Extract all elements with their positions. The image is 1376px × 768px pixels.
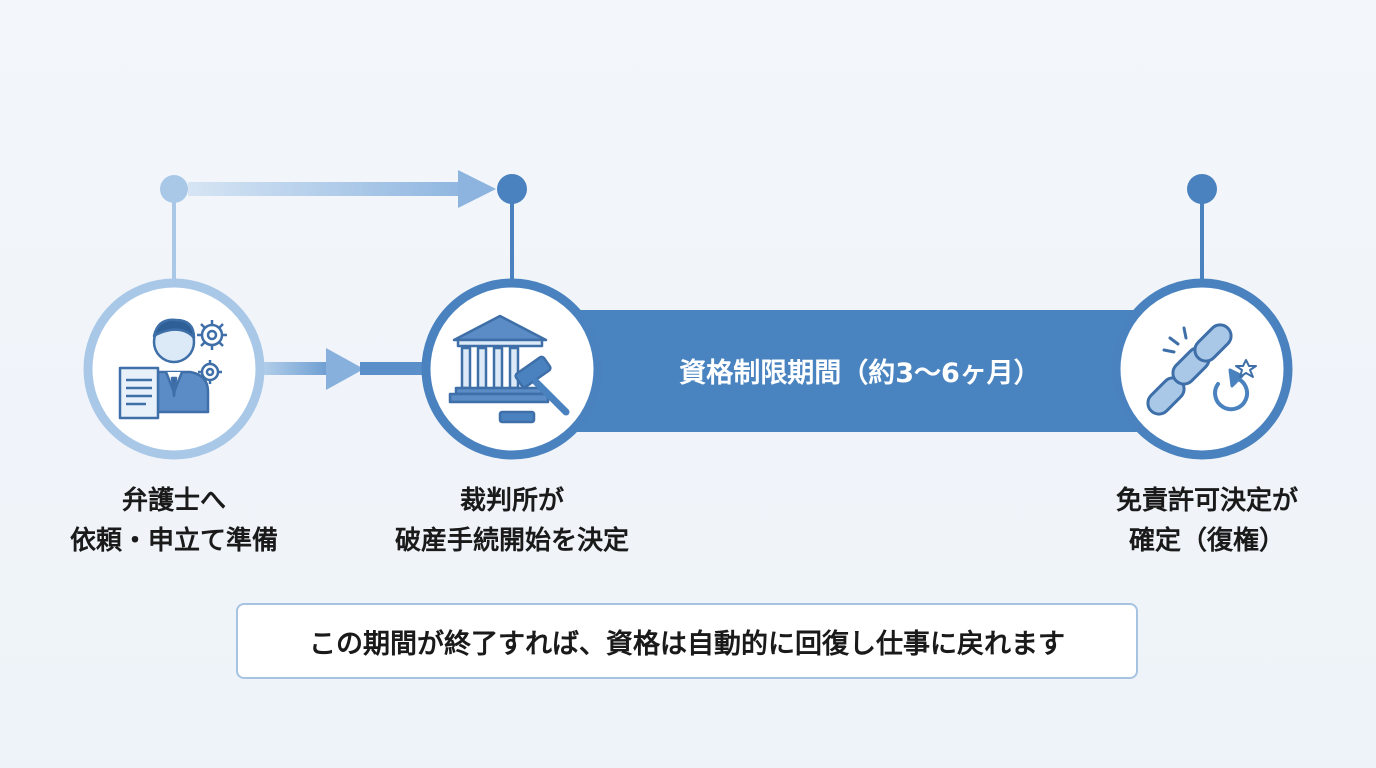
recovery-note-box: この期間が終了すれば、資格は自動的に回復し仕事に戻れます	[236, 603, 1138, 679]
step3-label: 免責許可決定が 確定（復権）	[1072, 481, 1342, 561]
marker-step1	[160, 175, 188, 285]
top-timeline-arrow	[188, 170, 496, 208]
step3-label-line1: 免責許可決定が	[1115, 486, 1298, 516]
step1-to-step2-arrow	[262, 348, 430, 390]
marker-step3	[1187, 174, 1217, 285]
step2-label: 裁判所が 破産手続開始を決定	[362, 481, 662, 561]
recovery-note-text: この期間が終了すれば、資格は自動的に回復し仕事に戻れます	[309, 628, 1065, 660]
step3-label-line2: 確定（復権）	[1128, 526, 1285, 556]
restriction-period-band	[560, 310, 1170, 432]
courthouse-with-gavel-icon	[448, 314, 570, 424]
step1-label: 弁護士へ 依頼・申立て準備	[44, 481, 304, 561]
broken-chain-icon	[1146, 323, 1257, 416]
restriction-period-label: 資格制限期間（約3〜6ヶ月）	[679, 358, 1041, 389]
step1-label-line2: 依頼・申立て準備	[69, 526, 278, 556]
step2-label-line2: 破産手続開始を決定	[394, 526, 629, 556]
marker-step2	[497, 174, 527, 285]
lawyer-with-document-and-gears-icon	[118, 318, 227, 420]
step1-circle	[83, 278, 265, 460]
step2-label-line1: 裁判所が	[459, 486, 564, 516]
step1-label-line1: 弁護士へ	[121, 486, 226, 516]
